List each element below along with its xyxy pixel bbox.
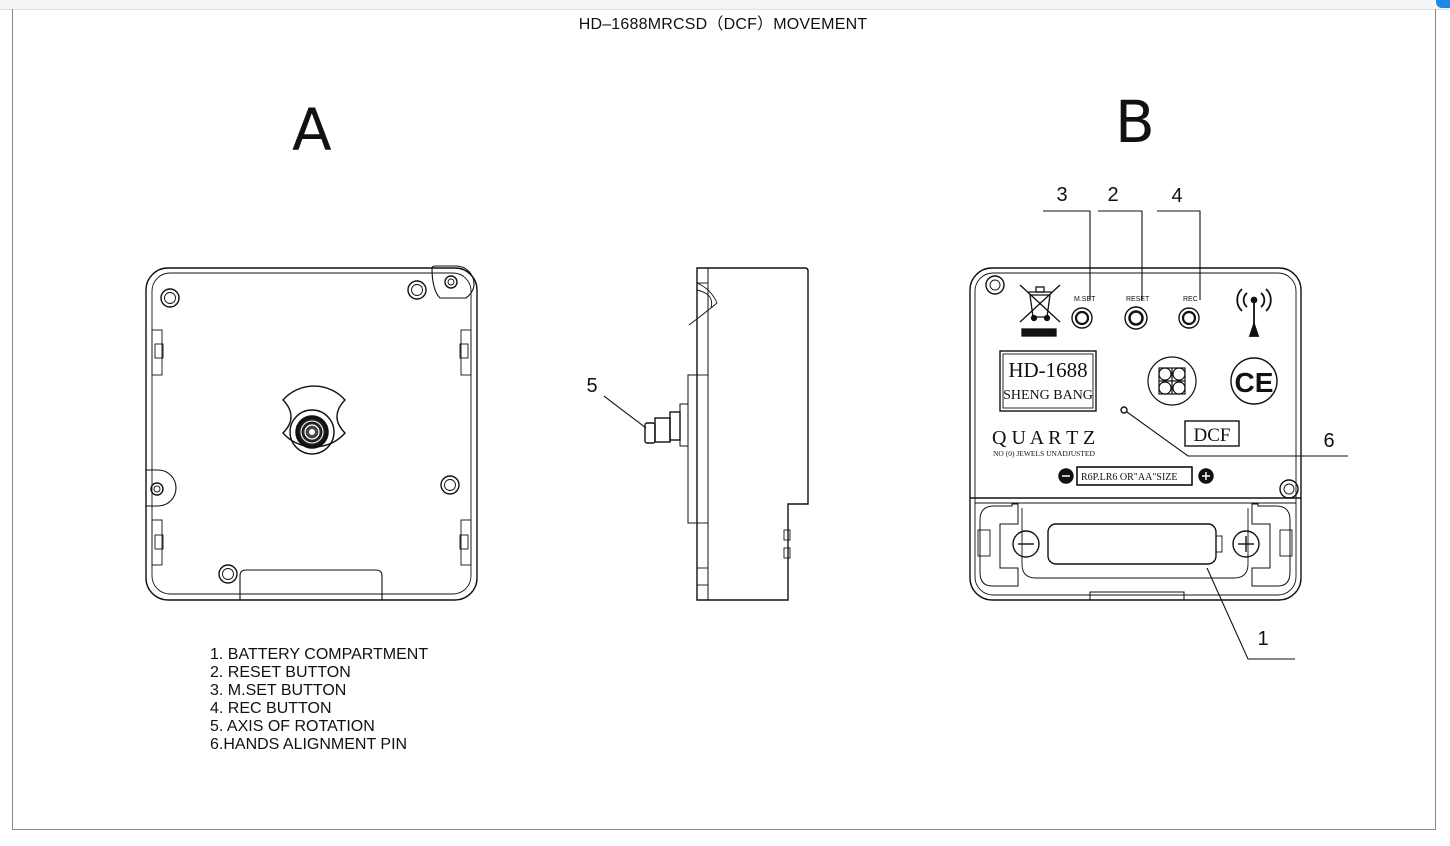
mset-button[interactable]	[1071, 307, 1093, 329]
label-ce: CE	[1235, 367, 1274, 398]
legend-item: 5. AXIS OF ROTATION	[210, 718, 375, 735]
screw-hole-icon	[440, 475, 460, 495]
front-view	[145, 265, 478, 601]
leader-6	[1126, 411, 1348, 457]
leader-3	[1043, 210, 1091, 300]
rec-button[interactable]	[1178, 307, 1200, 329]
weee-bin-icon	[1019, 284, 1061, 337]
side-view	[644, 267, 809, 601]
ce-mark-icon	[1230, 357, 1278, 405]
callout-3: 3	[1056, 184, 1067, 206]
label-reset: RESET	[1126, 296, 1150, 303]
back-view	[969, 267, 1302, 601]
callout-1: 1	[1257, 628, 1268, 650]
drawing-frame	[12, 9, 1436, 830]
dcf-label-box	[1184, 420, 1240, 447]
callout-4: 4	[1171, 185, 1182, 207]
leader-1	[1206, 567, 1295, 660]
model-label-box	[999, 350, 1097, 412]
screw-hole-icon	[160, 288, 180, 308]
leader-4	[1157, 210, 1201, 300]
label-dcf: DCF	[1194, 425, 1231, 446]
battery-minus-icon	[1012, 530, 1040, 558]
label-rec: REC	[1183, 296, 1198, 303]
battery-type-box	[1076, 466, 1193, 486]
legend-item: 6.HANDS ALIGNMENT PIN	[210, 736, 408, 753]
hands-alignment-pin	[1120, 406, 1128, 414]
back-housing-outline	[969, 267, 1302, 601]
leader-5	[603, 395, 647, 429]
view-label-b: B	[1115, 88, 1155, 156]
reset-button[interactable]	[1124, 306, 1148, 330]
legend-item: 1. BATTERY COMPARTMENT	[210, 646, 429, 663]
radio-antenna-icon	[1236, 288, 1272, 337]
label-model: HD-1688	[1008, 358, 1087, 382]
label-battery: R6P.LR6 OR"AA"SIZE	[1081, 472, 1178, 483]
view-label-a: A	[292, 96, 332, 164]
label-mset: M.SET	[1074, 296, 1096, 303]
legend-item: 4. REC BUTTON	[210, 700, 332, 717]
label-brand: SHENG BANG	[1003, 388, 1093, 403]
leader-lines	[603, 210, 1348, 660]
callout-6: 6	[1323, 430, 1334, 452]
leader-2	[1098, 210, 1143, 300]
viewer-toolbar-strip	[0, 0, 1450, 10]
legend-item: 3. M.SET BUTTON	[210, 682, 347, 699]
label-quartz: Q U A R T Z	[992, 427, 1095, 449]
legend-item: 2. RESET BUTTON	[210, 664, 351, 681]
hand-shaft-boss	[282, 385, 346, 448]
front-housing-outline	[145, 267, 478, 601]
callout-2: 2	[1107, 184, 1118, 206]
side-housing-outline	[696, 267, 809, 601]
parts-legend: 1. BATTERY COMPARTMENT 2. RESET BUTTON 3…	[210, 646, 428, 754]
brand-logo-icon	[1147, 356, 1197, 406]
drawing-title: HD–1688MRCSD（DCF）MOVEMENT	[578, 16, 868, 33]
label-jewels: NO (0) JEWELS UNADJUSTED	[993, 449, 1095, 458]
callout-5: 5	[586, 375, 597, 397]
battery-plus-icon	[1232, 530, 1260, 558]
screw-hole-icon	[218, 564, 238, 584]
battery-recess	[1047, 523, 1217, 565]
screw-hole-icon	[407, 280, 427, 300]
viewer-corner-button[interactable]	[1436, 0, 1450, 8]
